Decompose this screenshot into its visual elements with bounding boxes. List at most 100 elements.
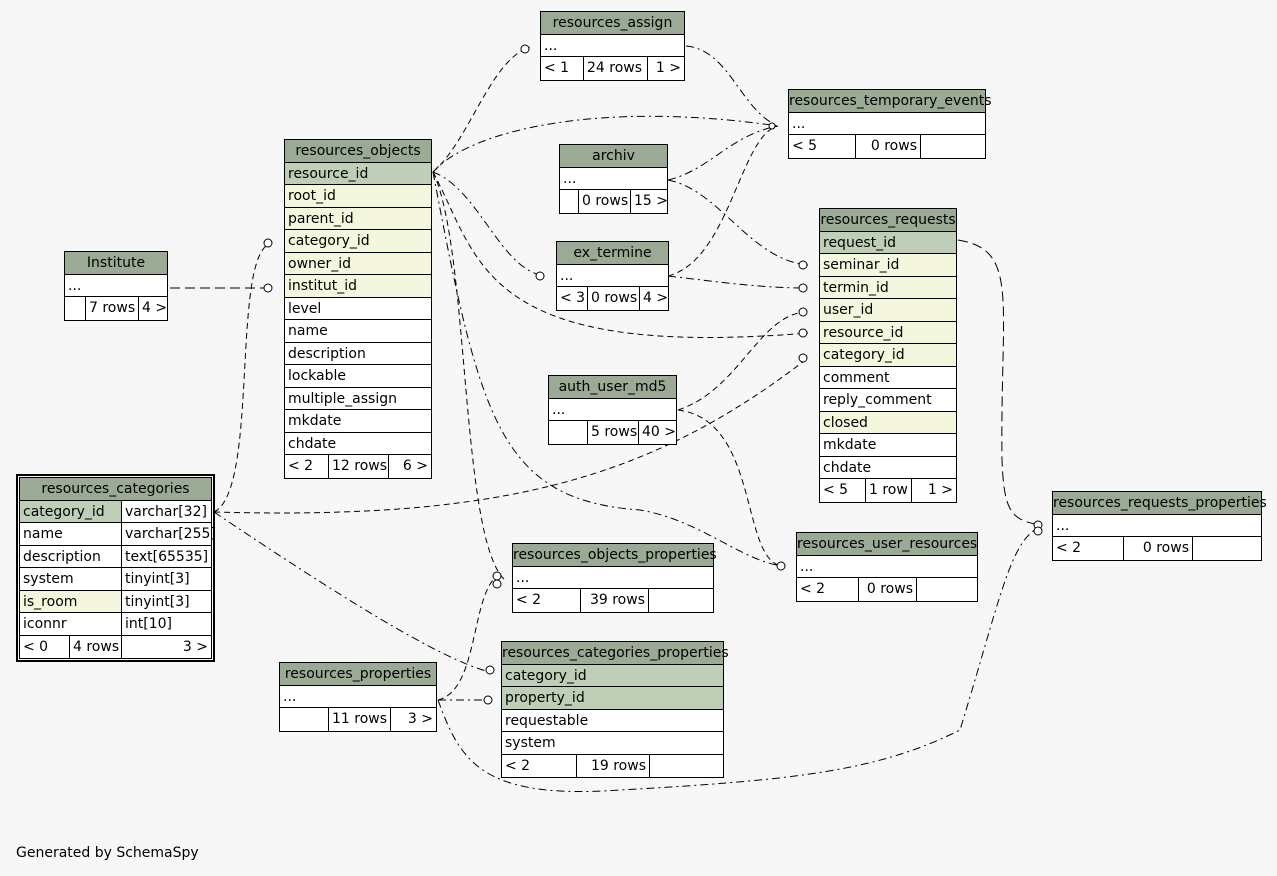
table-row: system bbox=[502, 732, 723, 755]
edge-categories-reqcategory bbox=[213, 357, 809, 514]
table-header: resources_categories bbox=[20, 478, 211, 501]
edge-extermine-termin bbox=[667, 275, 809, 289]
row-count: 0 rows bbox=[859, 578, 917, 601]
edge-categories-objcategory bbox=[213, 242, 273, 513]
crow-foot-marker bbox=[798, 328, 808, 338]
table-resources-temporary-events[interactable]: resources_temporary_events ... < 5 0 row… bbox=[788, 89, 992, 159]
parents-count: < 2 bbox=[1053, 537, 1124, 560]
column-type: varchar[255] bbox=[125, 526, 216, 542]
row-count: 24 rows bbox=[584, 57, 648, 80]
table-row: ... bbox=[797, 556, 977, 578]
table-resources-properties[interactable]: resources_properties ... 11 rows 3 > bbox=[279, 662, 437, 732]
children-count: 15 > bbox=[634, 193, 668, 209]
row-count: 19 rows bbox=[577, 754, 650, 777]
edge-objects-assign bbox=[432, 46, 531, 173]
table-institute[interactable]: Institute ... 7 rows 4 > bbox=[64, 251, 168, 321]
column-type: varchar[32] bbox=[125, 503, 207, 520]
edge-archiv-temp bbox=[667, 125, 779, 181]
edge-assign-temp bbox=[685, 45, 779, 127]
crow-foot-marker bbox=[483, 695, 493, 705]
table-resources-requests[interactable]: resources_requests request_id seminar_id… bbox=[819, 208, 957, 503]
table-row: seminar_id bbox=[820, 254, 956, 277]
row-count: 0 rows bbox=[588, 287, 640, 310]
children-count bbox=[1193, 537, 1261, 560]
children-count bbox=[649, 589, 713, 612]
generated-by-label: Generated by SchemaSpy bbox=[16, 845, 199, 861]
row-count: 11 rows bbox=[329, 708, 391, 731]
children-count: 40 > bbox=[642, 424, 676, 440]
parents-count: < 3 bbox=[557, 287, 588, 310]
column-name: description bbox=[20, 545, 122, 567]
table-row: parent_id bbox=[285, 207, 431, 230]
column-type: tinyint[3] bbox=[125, 571, 190, 587]
table-archiv[interactable]: archiv ... 0 rows 15 > bbox=[559, 144, 668, 214]
parents-count: < 2 bbox=[513, 589, 581, 612]
edge-auth-user bbox=[677, 311, 809, 411]
table-row: ... bbox=[65, 275, 167, 297]
column-type: int[10] bbox=[125, 616, 172, 632]
table-resources-user-resources[interactable]: resources_user_resources ... < 2 0 rows bbox=[796, 532, 978, 602]
children-count bbox=[650, 755, 723, 778]
table-row: chdate bbox=[820, 457, 956, 479]
crow-foot-marker bbox=[535, 271, 545, 281]
table-resources-assign[interactable]: resources_assign ... < 1 24 rows 1 > bbox=[540, 11, 685, 81]
column-name: iconnr bbox=[20, 613, 122, 635]
crow-foot-marker bbox=[263, 238, 273, 248]
row-count: 5 rows bbox=[588, 421, 639, 444]
row-count: 39 rows bbox=[581, 589, 649, 612]
children-count: 6 > bbox=[402, 458, 428, 474]
parents-count: < 0 bbox=[20, 635, 70, 658]
edge-props-objprops bbox=[437, 573, 501, 701]
table-row: comment bbox=[820, 367, 956, 389]
crow-foot-marker bbox=[776, 561, 786, 571]
crow-foot-marker bbox=[798, 353, 808, 363]
parents-count bbox=[549, 421, 588, 444]
row-count: 1 row bbox=[866, 479, 912, 502]
table-header: archiv bbox=[560, 145, 667, 168]
crow-foot-marker bbox=[485, 665, 495, 675]
table-header: resources_user_resources bbox=[797, 533, 977, 556]
column-name: system bbox=[20, 568, 122, 590]
edge-objects-userres bbox=[432, 171, 783, 567]
crow-foot-marker bbox=[798, 260, 808, 270]
table-ex-termine[interactable]: ex_termine ... < 3 0 rows 4 > bbox=[556, 241, 669, 311]
edge-auth-userres bbox=[677, 409, 783, 567]
table-row: ... bbox=[280, 686, 436, 708]
table-row: institut_id bbox=[285, 275, 431, 298]
table-header: resources_assign bbox=[541, 12, 684, 35]
table-header: Institute bbox=[65, 252, 167, 275]
table-resources-categories-properties[interactable]: resources_categories_properties category… bbox=[501, 641, 729, 778]
table-row: category_id bbox=[820, 344, 956, 367]
row-count: 0 rows bbox=[1124, 537, 1193, 560]
table-row: ... bbox=[557, 265, 668, 287]
column-name: category_id bbox=[20, 500, 122, 522]
table-auth-user-md5[interactable]: auth_user_md5 ... 5 rows 40 > bbox=[548, 375, 677, 445]
crow-foot-marker bbox=[768, 122, 776, 130]
children-count bbox=[921, 135, 985, 158]
table-row: name bbox=[285, 320, 431, 343]
table-row: chdate bbox=[285, 433, 431, 455]
table-resources-objects[interactable]: resources_objects resource_id root_id pa… bbox=[284, 139, 432, 479]
table-row: category_id bbox=[502, 664, 723, 687]
parents-count: < 2 bbox=[797, 578, 859, 601]
children-count: 1 > bbox=[927, 482, 953, 498]
table-header: resources_requests_properties bbox=[1053, 492, 1267, 515]
table-row: termin_id bbox=[820, 276, 956, 299]
table-row: ... bbox=[549, 399, 676, 421]
edge-objects-extermine bbox=[432, 171, 546, 277]
edge-props-reqprops bbox=[437, 526, 1041, 792]
table-resources-requests-properties[interactable]: resources_requests_properties ... < 2 0 … bbox=[1052, 491, 1267, 561]
table-resources-objects-properties[interactable]: resources_objects_properties ... < 2 39 … bbox=[512, 543, 717, 613]
crow-foot-marker bbox=[520, 44, 530, 54]
children-count: 4 > bbox=[643, 290, 669, 306]
table-resources-categories[interactable]: resources_categories category_id varchar… bbox=[16, 474, 216, 662]
crow-foot-marker bbox=[263, 283, 273, 293]
parents-count bbox=[65, 297, 86, 320]
table-row: level bbox=[285, 298, 431, 320]
table-header: resources_objects bbox=[285, 140, 431, 163]
table-row: user_id bbox=[820, 299, 956, 322]
parents-count: < 2 bbox=[502, 754, 577, 777]
edge-extermine-temp bbox=[667, 125, 779, 277]
table-row: resource_id bbox=[285, 162, 431, 185]
